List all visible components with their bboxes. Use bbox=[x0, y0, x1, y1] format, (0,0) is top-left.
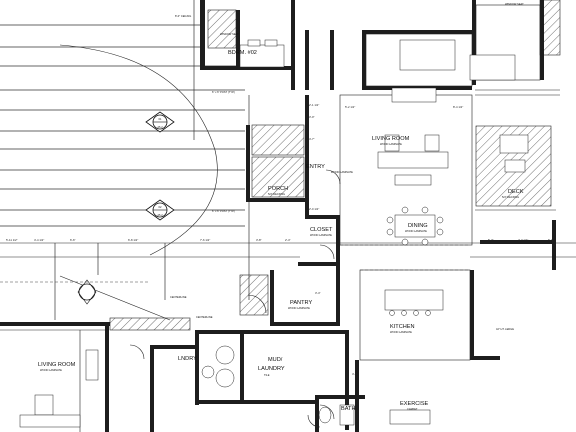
room-label-exercise: EXERCISE bbox=[400, 401, 429, 407]
section-marker-02-number: 02 bbox=[159, 205, 162, 209]
section-marker-01-number: 01 bbox=[159, 117, 162, 121]
section-marker-02[interactable]: 02 A5.2 bbox=[145, 199, 175, 221]
furniture bbox=[19, 39, 529, 428]
floor-label-porch: 5/4" DECKING bbox=[268, 192, 285, 196]
room-label-closet: CLOSET bbox=[310, 227, 333, 233]
toilet bbox=[318, 406, 332, 424]
note-post: 6" x 6" POST (TYP.) bbox=[212, 90, 235, 94]
section-marker-01[interactable]: 01 A5.2 bbox=[145, 111, 175, 133]
floor-label-mud-laundry: TILE bbox=[264, 373, 270, 377]
floor-label-living-room: WOOD LAMINATE bbox=[380, 142, 402, 146]
plan-notes: 8'-0" CEILING WINDOW SEAT WINDOW SEAT 6"… bbox=[170, 2, 524, 331]
dimension-label: 4'-7" bbox=[309, 137, 315, 141]
grid-lines bbox=[0, 0, 576, 321]
note-ledge: 42" HT. LEDGE bbox=[496, 327, 514, 331]
floor-label-living-room-left: WOOD LAMINATE bbox=[40, 368, 62, 372]
dimension-label: 8'-4 1/2" bbox=[453, 105, 463, 109]
room-label-laundry-small: LNDRY bbox=[178, 356, 197, 362]
room-label-mud: MUD/ bbox=[268, 357, 283, 363]
floor-label-dining: WOOD LAMINATE bbox=[405, 229, 427, 233]
floor-label-deck: 5/4" DECKING bbox=[502, 195, 519, 199]
dimension-label: 5'-3" bbox=[488, 238, 494, 242]
dimension-label: 5'-2 1/2" bbox=[345, 105, 355, 109]
dimension-label: 3'-4" bbox=[315, 291, 321, 295]
room-label-bath: BATH bbox=[341, 406, 356, 412]
bed-top-right bbox=[469, 54, 516, 81]
kitchen-island bbox=[384, 289, 444, 311]
dining-table bbox=[394, 214, 436, 238]
room-label-pantry: PANTRY bbox=[290, 300, 312, 306]
floor-label-pantry: WOOD LAMINATE bbox=[288, 306, 310, 310]
dimension-label: 4'-3 1/2" bbox=[518, 238, 528, 242]
room-label-deck: DECK bbox=[508, 189, 524, 195]
floor-label-closet: WOOD LAMINATE bbox=[310, 233, 332, 237]
hatched-zones bbox=[109, 0, 561, 331]
dimension-label: 6'-6" bbox=[70, 238, 76, 242]
dimension-strings: 5'-11 1/2" 4'-4 1/2" 6'-6" 6'-8 1/2" 7'-… bbox=[6, 103, 554, 376]
dimension-label: 3'-0" bbox=[309, 115, 315, 119]
room-label-kitchen: KITCHEN bbox=[390, 324, 415, 330]
section-marker-02-sheet: A5.2 bbox=[157, 213, 163, 217]
room-label-bedroom: BDRM. #02 bbox=[228, 50, 257, 56]
floor-label-exercise: CARPET bbox=[407, 407, 418, 411]
note-centerline-2: CENTERLINE bbox=[196, 315, 213, 319]
room-label-living-room-left: LIVING ROOM bbox=[38, 362, 76, 368]
dimension-label: 5'-11 1/2" bbox=[6, 238, 18, 242]
room-label-living-room: LIVING ROOM bbox=[372, 136, 410, 142]
room-label-entry: ENTRY bbox=[306, 164, 325, 170]
dimension-label: 6'-8 1/2" bbox=[128, 238, 138, 242]
dimension-label: 2'-4" bbox=[285, 238, 291, 242]
dimension-label: 6'-0" bbox=[548, 238, 554, 242]
dimension-label: 4'-4 1/2" bbox=[34, 238, 44, 242]
note-window-seat-right: WINDOW SEAT bbox=[505, 2, 524, 6]
floor-label-kitchen: WOOD LAMINATE bbox=[390, 330, 412, 334]
floor-label-entry: WOOD LAMINATE bbox=[331, 170, 353, 174]
room-label-porch: PORCH bbox=[268, 186, 288, 192]
dimension-label: 4'-6" bbox=[352, 372, 358, 376]
dimension-label: 2'-1 1/2" bbox=[309, 103, 319, 107]
dimension-label: 3'-8" bbox=[256, 238, 262, 242]
rotated-marker bbox=[77, 279, 97, 305]
sofa bbox=[377, 151, 449, 169]
bed-left bbox=[239, 44, 285, 68]
note-centerline: CENTERLINE bbox=[170, 295, 187, 299]
note-ceiling: 8'-0" CEILING bbox=[175, 14, 191, 18]
dimension-label: 7'-6 1/2" bbox=[200, 238, 210, 242]
note-post-2: 6" x 6" POST (TYP.) bbox=[212, 209, 235, 213]
note-window-seat: WINDOW SEAT bbox=[220, 32, 239, 36]
dryer bbox=[215, 368, 235, 388]
room-labels: BDRM. #02 LIVING ROOM WOOD LAMINATE ENTR… bbox=[38, 50, 524, 412]
washer bbox=[215, 345, 235, 365]
bed-top-center bbox=[399, 39, 456, 71]
walls bbox=[0, 0, 556, 432]
dimension-label: 2'-0 1/2" bbox=[309, 207, 319, 211]
section-marker-01-sheet: A5.2 bbox=[157, 125, 163, 129]
room-label-laundry: LAUNDRY bbox=[258, 366, 285, 372]
room-label-dining: DINING bbox=[408, 223, 428, 229]
